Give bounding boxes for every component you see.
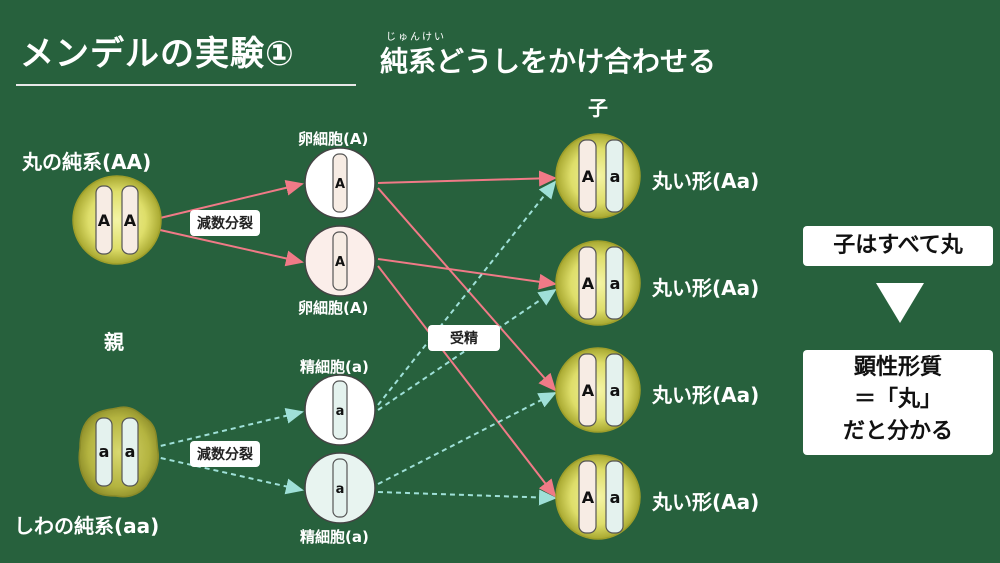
chromosome [578,139,597,213]
allele-letter: A [582,167,595,186]
offspring-label-1: 丸い形(Aa) [652,169,760,193]
offspring-label-3: 丸い形(Aa) [652,383,760,407]
offspring-generation-label: 子 [588,96,608,120]
arrow-wrinkled-to-sperm1 [151,407,304,449]
chromosome [578,353,597,427]
chromosome [332,153,348,213]
summary-panel: 子はすべて丸 [803,226,993,266]
wrinkled-parent-label: しわの純系(aa) [14,514,160,538]
offspring-seed-4: A a [555,454,641,540]
chromosome [605,246,624,320]
offspring-seed-3: A a [555,347,641,433]
allele-letter: a [610,274,621,293]
chromosome [95,417,113,487]
arrow-egg2-to-child4 [377,265,557,498]
fertilization-tag: 受精 [428,325,500,351]
offspring-label-2: 丸い形(Aa) [652,276,760,300]
allele-letter: A [335,255,345,270]
arrow-round-to-egg2 [159,229,304,267]
allele-letter: a [610,488,621,507]
chromosome [578,460,597,534]
arrow-sperm2-to-child3 [377,392,557,485]
page-title: メンデルの実験① [20,34,295,74]
conclusion-line-1: 顕性形質 [853,355,942,380]
egg-cell-1: A [304,147,376,219]
arrow-egg1-to-child3 [377,187,557,392]
page-subtitle: 純系どうしをかけ合わせる [380,45,717,78]
conclusion-line-2: ＝「丸」 [853,387,942,412]
wrinkled-parent-seed: a a [78,406,160,498]
allele-letter: A [582,381,595,400]
offspring-seed-1: A a [555,133,641,219]
chromosome [578,246,597,320]
chromosome [121,417,139,487]
sperm-cell-2: a [304,452,376,524]
title-underline [16,84,356,86]
parent-generation-label: 親 [104,330,124,354]
down-arrow-icon [876,283,924,323]
allele-letter: A [98,211,111,230]
chromosome [605,460,624,534]
round-parent-label: 丸の純系(AA) [22,150,152,174]
arrow-wrinkled-to-sperm2 [151,455,304,495]
allele-letter: A [582,274,595,293]
chromosome [95,185,113,255]
round-parent-seed: A A [72,175,162,265]
summary-text: 子はすべて丸 [833,233,963,258]
chromosome [332,458,348,518]
allele-letter: A [335,177,345,192]
allele-letter: a [336,482,345,497]
sperm-cell-1: a [304,374,376,446]
sperm-label-2: 精細胞(a) [300,528,369,546]
chromosome [121,185,139,255]
chromosome [332,231,348,291]
arrow-round-to-egg1 [159,179,304,219]
conclusion-line-3: だと分かる [842,419,953,444]
allele-letter: a [610,167,621,186]
arrow-sperm2-to-child4 [377,489,557,506]
sperm-label-1: 精細胞(a) [300,358,369,376]
egg-cell-2: A [304,225,376,297]
offspring-seed-2: A a [555,240,641,326]
arrow-sperm1-to-child1 [377,180,557,406]
arrow-egg1-to-child1 [377,170,557,187]
allele-letter: a [336,404,345,419]
arrow-egg2-to-child2 [377,258,557,290]
allele-letter: a [99,442,110,461]
conclusion-panel: 顕性形質 ＝「丸」 だと分かる [803,350,993,455]
allele-letter: a [610,381,621,400]
chromosome [605,139,624,213]
chromosome [332,380,348,440]
offspring-label-4: 丸い形(Aa) [652,490,760,514]
furigana-reading: じゅんけい [386,32,446,43]
egg-label-2: 卵細胞(A) [298,299,369,317]
egg-label-1: 卵細胞(A) [298,130,369,148]
allele-letter: a [125,442,136,461]
chromosome [605,353,624,427]
allele-letter: A [124,211,137,230]
allele-letter: A [582,488,595,507]
meiosis-tag-top: 減数分裂 [190,210,260,236]
meiosis-tag-bottom: 減数分裂 [190,441,260,467]
